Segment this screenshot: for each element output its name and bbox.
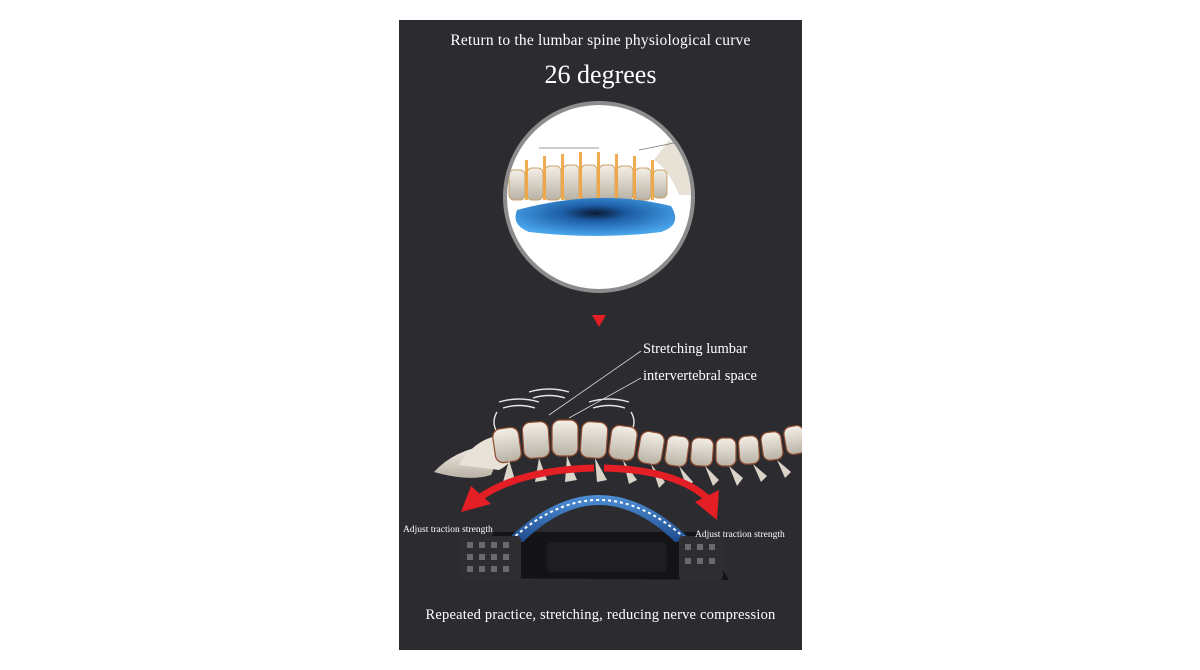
footer-caption: Repeated practice, stretching, reducing … bbox=[425, 607, 776, 623]
curved-arrow-icon bbox=[461, 464, 719, 520]
down-triangle-icon bbox=[592, 315, 606, 327]
infographic-illustration bbox=[434, 101, 802, 580]
headline-text: Return to the lumbar spine physiological… bbox=[450, 32, 751, 49]
spine-inset-circle bbox=[503, 101, 695, 293]
vibration-wave-icon bbox=[493, 388, 635, 433]
adjust-traction-right-label: Adjust traction strength bbox=[695, 530, 785, 540]
callout-line-1: Stretching lumbar bbox=[643, 341, 748, 357]
blue-cushion bbox=[515, 197, 676, 236]
adjust-traction-left-label: Adjust traction strength bbox=[403, 525, 493, 535]
back-stretcher-device bbox=[461, 495, 729, 580]
callout-line-2: intervertebral space bbox=[643, 368, 757, 384]
spine-vertebrae-inset bbox=[508, 152, 668, 201]
product-infographic-panel: Return to the lumbar spine physiological… bbox=[399, 20, 802, 650]
angle-label: 26 degrees bbox=[544, 60, 657, 89]
lumbar-spine-illustration bbox=[434, 419, 802, 488]
